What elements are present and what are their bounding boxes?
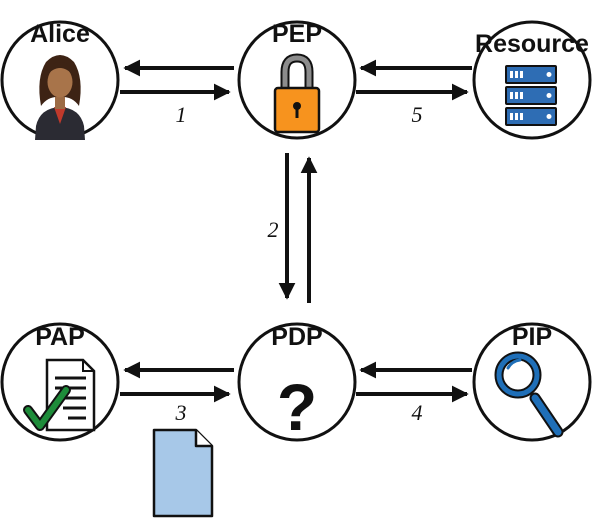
node-label-pap: PAP (35, 323, 85, 351)
node-resource: Resource (472, 20, 592, 140)
connectors (120, 59, 472, 403)
step-label-4: 4 (412, 400, 423, 425)
step-label-3: 3 (175, 400, 187, 425)
node-label-pdp: PDP (271, 323, 322, 351)
step-label-1: 1 (176, 102, 187, 127)
person-icon (35, 55, 85, 140)
step-label-5: 5 (412, 102, 423, 127)
node-pip: PIP (472, 322, 592, 442)
question-mark-icon: ? (277, 370, 317, 444)
node-label-pep: PEP (272, 20, 322, 48)
node-pdp: PDP ? (237, 322, 357, 444)
padlock-icon (273, 53, 321, 134)
node-alice: Alice (0, 20, 120, 140)
node-label-alice: Alice (30, 20, 90, 48)
node-label-resource: Resource (475, 30, 589, 58)
step-label-2: 2 (268, 217, 279, 242)
node-pep: PEP (237, 20, 357, 140)
document-icon (152, 428, 214, 518)
magnifying-glass-icon (494, 351, 564, 438)
node-label-pip: PIP (512, 323, 552, 351)
checked-document-icon (23, 358, 96, 432)
node-pap: PAP (0, 322, 120, 442)
server-rack-icon (505, 65, 557, 126)
